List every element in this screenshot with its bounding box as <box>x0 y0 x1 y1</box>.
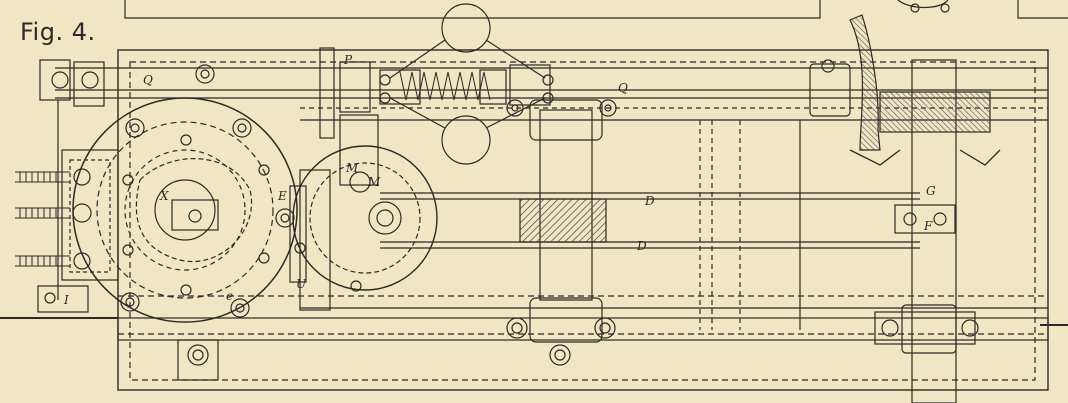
small-disc <box>292 145 438 291</box>
label-F: F <box>923 219 933 233</box>
label-M-2: M <box>367 175 381 189</box>
top-frame-edge <box>124 0 821 19</box>
vertical-shaft <box>911 59 957 403</box>
large-disc <box>72 97 298 323</box>
label-e: e <box>226 289 233 303</box>
label-I: I <box>63 293 69 307</box>
hatched-block <box>519 198 607 243</box>
label-M-1: M <box>345 161 359 175</box>
disc-bolts <box>120 118 295 318</box>
figure-label: Fig. 4. <box>20 18 96 46</box>
governor-ball-bottom <box>441 115 491 165</box>
label-Q-left: Q <box>143 73 153 87</box>
label-E: E <box>277 189 287 203</box>
label-Q-right: Q <box>618 81 628 95</box>
label-D-upper: D <box>644 194 655 208</box>
label-U: U <box>296 277 307 291</box>
label-G: G <box>926 184 936 198</box>
label-D-lower: D <box>636 239 647 253</box>
label-P: P <box>343 53 353 67</box>
label-X: X <box>159 189 169 203</box>
governor-spring <box>399 71 491 101</box>
governor-ball-top <box>441 3 491 53</box>
